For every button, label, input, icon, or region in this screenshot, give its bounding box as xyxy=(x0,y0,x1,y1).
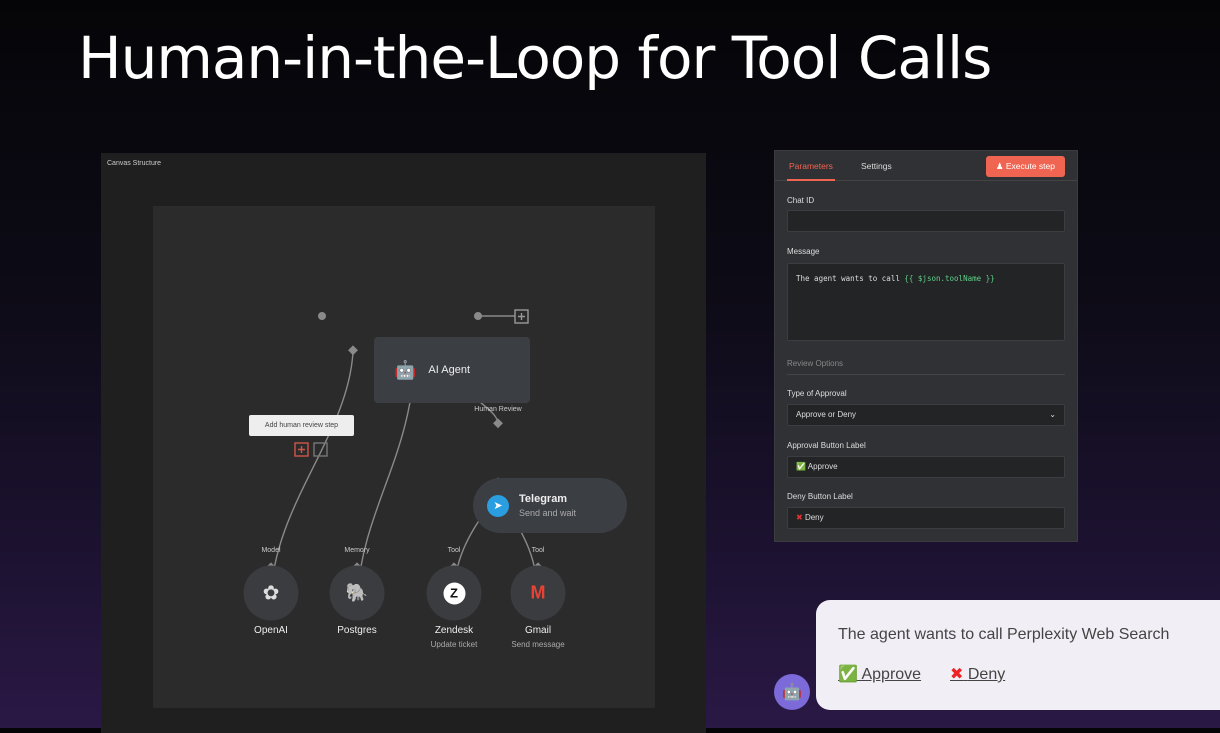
connections xyxy=(266,309,543,599)
approve-text: Approve xyxy=(861,666,922,683)
message-input[interactable]: The agent wants to call {{ $json.toolNam… xyxy=(787,263,1065,341)
tab-parameters[interactable]: Parameters xyxy=(787,161,835,181)
approve-label-input[interactable]: ✅ Approve xyxy=(787,456,1065,478)
approve-button-label: Approval Button Label xyxy=(787,441,866,450)
telegram-icon: ➤ xyxy=(487,494,509,517)
approve-value: Approve xyxy=(807,462,838,471)
approval-type-value: Approve or Deny xyxy=(796,410,857,419)
openai-name: OpenAI xyxy=(254,625,288,636)
approval-type-label: Type of Approval xyxy=(787,389,847,398)
message-label: Message xyxy=(787,247,820,256)
chat-id-label: Chat ID xyxy=(787,196,815,205)
add-review-tooltip: Add human review step xyxy=(249,415,354,436)
ai-agent-label: AI Agent xyxy=(428,364,471,376)
x-icon: ✖ xyxy=(950,666,964,683)
approve-link[interactable]: ✅ Approve xyxy=(838,664,921,684)
tool-label: Tool xyxy=(531,547,545,554)
execute-step-button[interactable]: ♟ Execute step xyxy=(985,156,1065,177)
deny-label-input[interactable]: ✖ Deny xyxy=(787,507,1065,529)
openai-icon: ✿ xyxy=(262,582,280,605)
gmail-icon: M xyxy=(530,582,546,603)
deny-link[interactable]: ✖ Deny xyxy=(950,664,1005,684)
chat-id-input[interactable] xyxy=(787,210,1065,232)
node-parameters-panel: Parameters Settings ♟ Execute step Chat … xyxy=(774,150,1078,542)
openai-node[interactable]: ✿ xyxy=(243,565,299,621)
zendesk-sub: Update ticket xyxy=(430,640,478,649)
chat-message-bubble: The agent wants to call Perplexity Web S… xyxy=(816,600,1220,710)
gmail-sub: Send message xyxy=(511,640,565,649)
zendesk-name: Zendesk xyxy=(434,625,474,636)
slide-title: Human-in-the-Loop for Tool Calls xyxy=(78,24,992,92)
execute-step-label: Execute step xyxy=(1005,161,1055,171)
deny-button-label: Deny Button Label xyxy=(787,492,853,501)
deny-value: Deny xyxy=(804,513,824,522)
flask-icon: ♟ xyxy=(995,161,1006,171)
ai-agent-node[interactable]: 🤖 AI Agent xyxy=(374,337,530,403)
robot-icon: 🤖 xyxy=(394,359,417,380)
message-text: The agent wants to call xyxy=(796,274,905,283)
telegram-subtitle: Send and wait xyxy=(519,508,577,518)
telegram-title: Telegram xyxy=(519,493,568,505)
zendesk-icon: Z xyxy=(443,582,465,604)
check-icon: ✅ xyxy=(838,666,858,683)
canvas-area: 🤖 AI Agent Add human review step Human R… xyxy=(153,206,655,708)
zendesk-node[interactable]: Z xyxy=(426,565,482,621)
bot-avatar: 🤖 xyxy=(774,674,810,710)
robot-icon: 🤖 xyxy=(782,684,802,701)
chevron-down-icon: ⌄ xyxy=(1049,410,1056,419)
chat-message-text: The agent wants to call Perplexity Web S… xyxy=(838,626,1170,643)
human-review-label: Human Review xyxy=(474,406,522,413)
postgres-node[interactable]: 🐘 xyxy=(329,565,385,621)
gmail-name: Gmail xyxy=(524,625,552,636)
workflow-canvas: Canvas Structure 🤖 AI Agent Add human re… xyxy=(101,153,706,733)
message-expression: {{ $json.toolName }} xyxy=(904,274,995,283)
x-icon: ✖ xyxy=(796,513,803,522)
deny-text: Deny xyxy=(967,666,1006,683)
check-icon: ✅ xyxy=(796,462,806,471)
approval-type-select[interactable]: Approve or Deny ⌄ xyxy=(787,404,1065,426)
model-label: Model xyxy=(261,547,281,554)
postgres-icon: 🐘 xyxy=(345,582,369,603)
memory-label: Memory xyxy=(344,547,370,554)
gmail-node[interactable]: M xyxy=(510,565,566,621)
postgres-name: Postgres xyxy=(337,625,377,636)
canvas-label: Canvas Structure xyxy=(107,160,162,167)
tab-settings[interactable]: Settings xyxy=(861,161,892,171)
review-options-section: Review Options xyxy=(787,359,1065,375)
tool-label: Tool xyxy=(447,547,461,554)
